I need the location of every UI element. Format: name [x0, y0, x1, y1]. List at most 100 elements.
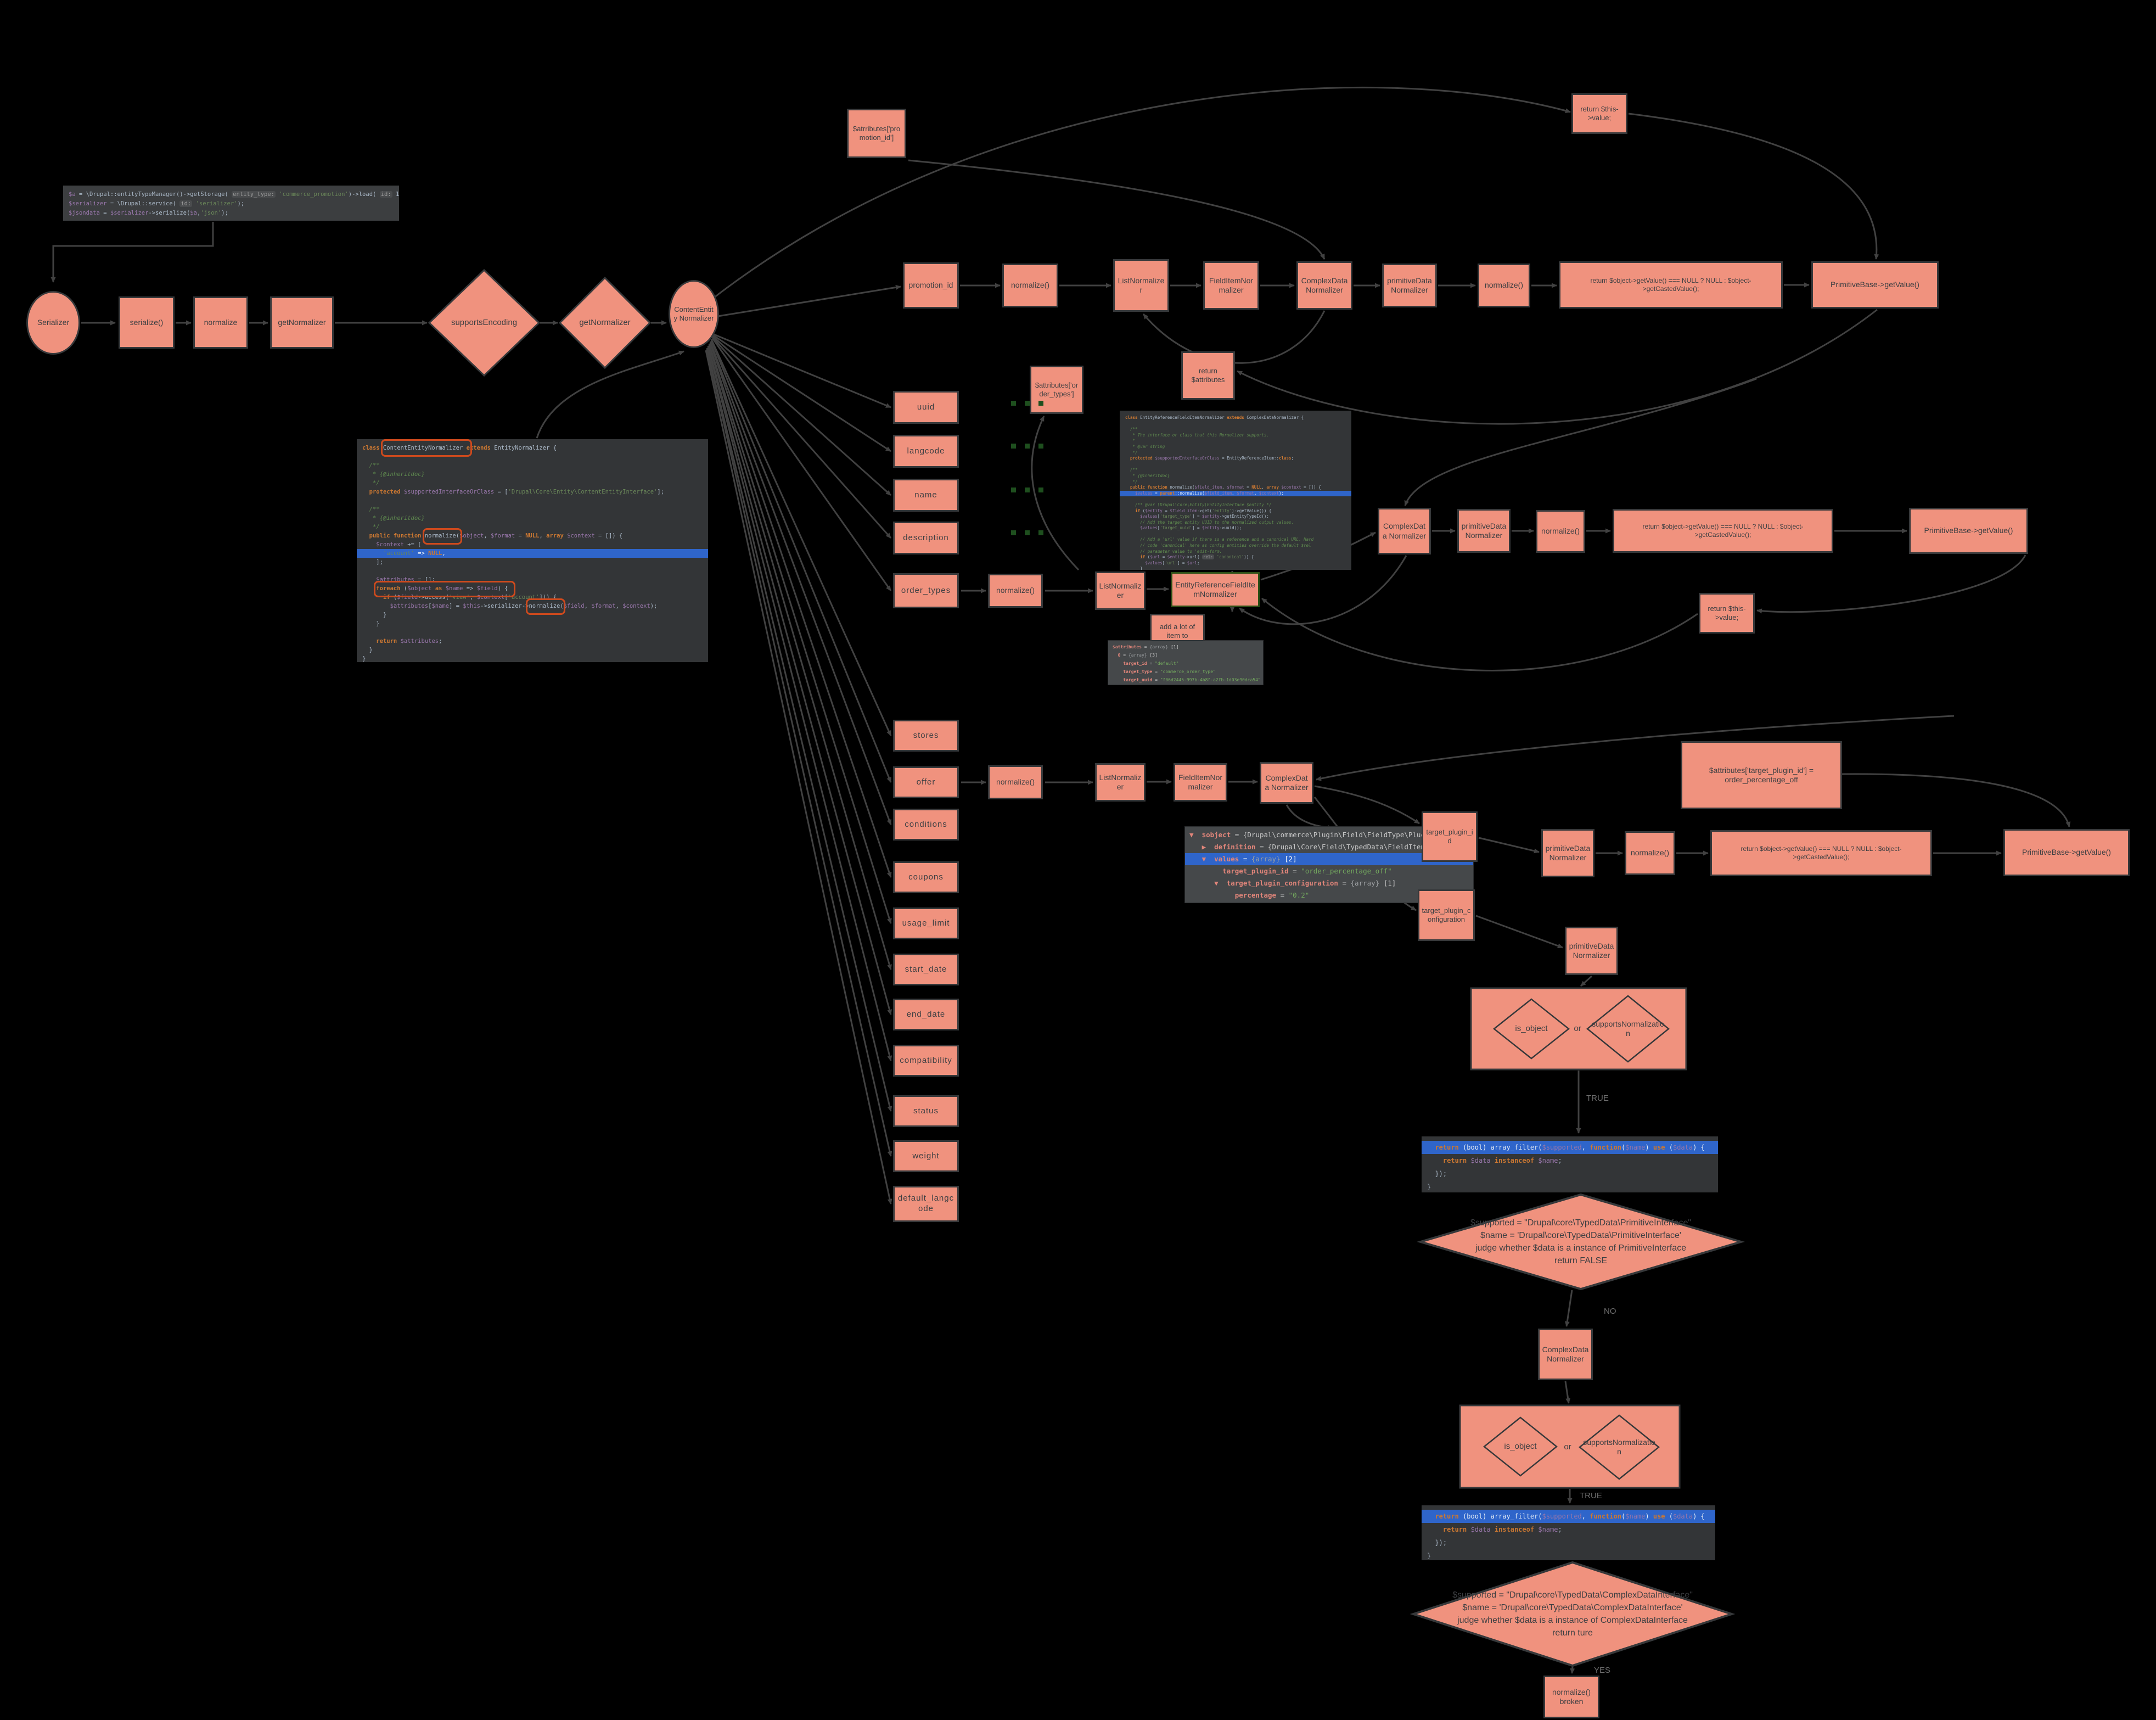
debug-panel-object: ▼ $object = {Drupal\commerce\Plugin\Fiel… — [1184, 826, 1474, 903]
node-c1-complex-data: ComplexData Normalizer — [1296, 261, 1352, 310]
diamond-text-line: judge whether $data is a instance of Pri… — [1475, 1243, 1687, 1253]
code-line: */ — [362, 480, 380, 486]
node-field-order-types: order_types — [893, 573, 959, 608]
code-line: /** — [1125, 467, 1138, 473]
code-line: // Add a 'url' value if there is a refer… — [1125, 537, 1314, 542]
code-line: } — [1125, 566, 1143, 570]
label-is-object-2: is_object — [1504, 1442, 1537, 1451]
node-serialize-fn: serialize() — [119, 296, 175, 349]
code-line — [1125, 531, 1346, 537]
code-line: } — [362, 647, 373, 653]
code-line: * {@inheritdoc} — [1125, 473, 1170, 478]
diamond-text-line: $name = 'Drupal\core\TypedData\Primitive… — [1480, 1230, 1681, 1240]
node-field-langcode: langcode — [893, 435, 959, 468]
node-c1-normalize2: normalize() — [1478, 264, 1530, 307]
node-c3-primitive-base: PrimitiveBase->getValue() — [2003, 829, 2130, 876]
code-line: /** — [362, 506, 380, 513]
diamond-text-line: $supported = "Drupal\core\TypedData\Prim… — [1470, 1218, 1692, 1228]
debug-line: ▼ target_plugin_configuration = {array} … — [1189, 879, 1396, 887]
code-line: public function normalize($object, $form… — [369, 533, 623, 539]
node-target-plugin-configuration: target_plugin_configuration — [1418, 889, 1475, 941]
code-line: }); — [1427, 1539, 1447, 1547]
debug-panel-attributes: $attributes = {array} [1] 0 = {array} [3… — [1108, 640, 1264, 685]
code-line — [1125, 496, 1346, 502]
edge-code-to-serializer — [50, 222, 214, 283]
label-supports-encoding: supportsEncoding — [451, 318, 518, 327]
label-complex-judge: $supported = "Drupal\core\TypedData\Comp… — [1430, 1580, 1715, 1648]
node-c2-return-expr: return $object->getValue() === NULL ? NU… — [1613, 509, 1833, 553]
code-line: } — [1427, 1552, 1431, 1560]
node-c3-normalize: normalize() — [988, 765, 1043, 799]
code-line: return $data instanceof $name; — [1442, 1526, 1562, 1533]
code-entity-reference-normalizer: class EntityReferenceFieldItemNormalizer… — [1120, 411, 1351, 570]
code-line: public function normalize($field_item, $… — [1130, 485, 1321, 490]
debug-line: $attributes = {array} [1] — [1113, 645, 1179, 649]
code-line: // parameter value to 'edit-form. — [1125, 548, 1222, 554]
code-line: protected $supportedInterfaceOrClass = E… — [1130, 456, 1294, 461]
highlight-normalize — [423, 528, 462, 545]
node-field-uuid: uuid — [893, 391, 959, 424]
code-line: if ($url = $entity->url( rel: 'canonical… — [1140, 554, 1254, 560]
node-field-weight: weight — [893, 1140, 959, 1172]
node-label: Serializer — [37, 318, 70, 327]
node-field-start-date: start_date — [893, 954, 959, 985]
code-snippet-serialize-call: $a = \Drupal::entityTypeManager()->getSt… — [63, 186, 399, 221]
highlight-foreach — [374, 581, 515, 597]
node-field-usage-limit: usage_limit — [893, 907, 959, 939]
code-line: $values = parent::normalize($field_item,… — [1120, 490, 1351, 497]
debug-line: ▶ definition = {Drupal\Core\Field\TypedD… — [1189, 843, 1442, 851]
node-field-offer: offer — [893, 766, 959, 798]
code-line: ]; — [362, 559, 383, 565]
code-line: $values['url'] = $url; — [1145, 560, 1200, 565]
code-line — [1125, 421, 1346, 427]
highlight-classname — [381, 439, 472, 457]
node-target-plugin-id: target_plugin_id — [1422, 811, 1478, 862]
code-line: } — [362, 612, 387, 618]
code-line: } — [1427, 1183, 1431, 1191]
code-line — [362, 628, 703, 637]
code-line — [1125, 462, 1346, 468]
code-line: /** — [1125, 427, 1138, 432]
edges — [50, 86, 2071, 1674]
label-supports-normalization-2: supportsNormalization — [1583, 1438, 1655, 1456]
node-return-attributes: return $attributes — [1181, 351, 1235, 400]
node-c1-list-normalizer: ListNormalizer — [1113, 259, 1169, 312]
get-normalizer-diamond — [558, 276, 652, 369]
diamond-text-line: return ture — [1552, 1628, 1593, 1638]
node-c2-primitive-data: primitiveData Normalizer — [1457, 509, 1511, 553]
code-line: * @var string — [1125, 444, 1165, 449]
label-no: NO — [1604, 1307, 1616, 1316]
code-line: } — [362, 620, 380, 627]
code-line: foreach ($object as $name => $field) { — [376, 585, 508, 592]
label-get-normalizer-2: getNormalizer — [579, 318, 631, 327]
edge-classcode-to-cen — [536, 350, 684, 439]
label-true-1: TRUE — [1586, 1094, 1609, 1103]
code-line: /** @var \Drupal\Core\Entity\EntityInter… — [1125, 502, 1272, 507]
node-c2-normalize2: normalize() — [1536, 510, 1585, 553]
code-supports-filter-1: return (bool) array_filter($supported, f… — [1422, 1136, 1718, 1192]
code-line: 'account' => NULL, — [357, 549, 708, 558]
node-get-normalizer: getNormalizer — [270, 296, 334, 349]
diamond-shapes — [428, 268, 1745, 1667]
code-line — [362, 567, 703, 575]
code-line: * — [1125, 438, 1136, 444]
code-content-entity-normalizer: class ContentEntityNormalizer extends En… — [357, 439, 708, 662]
node-c1-normalize: normalize() — [1002, 264, 1058, 307]
node-c2-normalize: normalize() — [988, 574, 1043, 608]
node-field-end-date: end_date — [893, 999, 959, 1030]
code-line: */ — [362, 524, 380, 530]
node-field-description: description — [893, 522, 959, 554]
diamond-text-line: judge whether $data is a instance of Com… — [1457, 1616, 1688, 1625]
ellipsis-dots-2 — [1011, 444, 1043, 449]
code-line: // code 'canonical' here as config entit… — [1125, 543, 1311, 548]
code-line: // Add the target entity UUID to the nor… — [1125, 519, 1294, 525]
debug-line: target_uuid = "f06d2445-997b-4b8f-a2fb-1… — [1113, 677, 1261, 682]
ellipsis-dots-4 — [1011, 530, 1043, 535]
node-field-conditions: conditions — [893, 809, 959, 841]
node-c1-primitive-data: primitiveData Normalizer — [1382, 264, 1437, 307]
node-normalize: normalize — [193, 296, 248, 349]
diamond-text-line: $name = 'Drupal\core\TypedData\ComplexDa… — [1462, 1603, 1683, 1612]
code-line: $jsondata = $serializer->serialize($a,'j… — [69, 210, 228, 216]
label-yes: YES — [1594, 1666, 1611, 1675]
code-line: return (bool) array_filter($supported, f… — [1422, 1510, 1715, 1523]
